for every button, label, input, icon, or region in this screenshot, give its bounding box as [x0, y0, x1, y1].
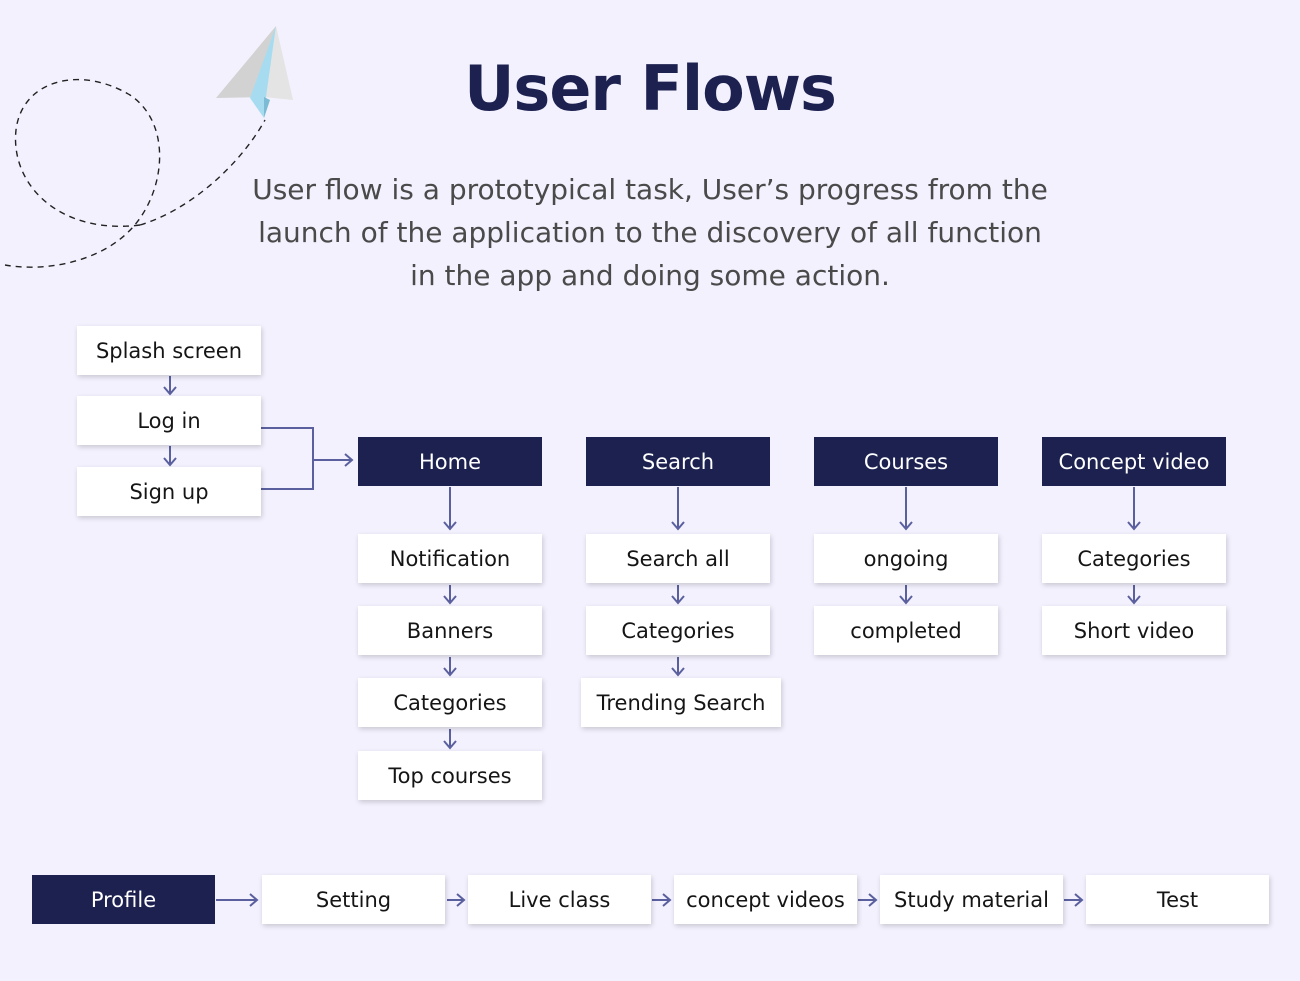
node-completed: completed [814, 606, 998, 655]
node-notification: Notification [358, 534, 542, 583]
node-concept-videos: concept videos [674, 875, 857, 924]
node-test: Test [1086, 875, 1269, 924]
node-home-categories: Categories [358, 678, 542, 727]
node-short-video: Short video [1042, 606, 1226, 655]
node-home: Home [358, 437, 542, 486]
node-concept-video: Concept video [1042, 437, 1226, 486]
node-trending-search: Trending Search [581, 678, 781, 727]
node-search-categories: Categories [586, 606, 770, 655]
node-profile: Profile [32, 875, 215, 924]
node-concept-categories: Categories [1042, 534, 1226, 583]
node-setting: Setting [262, 875, 445, 924]
node-courses: Courses [814, 437, 998, 486]
node-log-in: Log in [77, 396, 261, 445]
page-description: User flow is a prototypical task, User’s… [252, 173, 1048, 292]
node-search: Search [586, 437, 770, 486]
node-banners: Banners [358, 606, 542, 655]
node-study-material: Study material [880, 875, 1063, 924]
paper-plane-icon [216, 26, 293, 118]
page-title: User Flows [464, 52, 837, 125]
node-splash-screen: Splash screen [77, 326, 261, 375]
node-search-all: Search all [586, 534, 770, 583]
node-ongoing: ongoing [814, 534, 998, 583]
node-live-class: Live class [468, 875, 651, 924]
node-sign-up: Sign up [77, 467, 261, 516]
node-top-courses: Top courses [358, 751, 542, 800]
